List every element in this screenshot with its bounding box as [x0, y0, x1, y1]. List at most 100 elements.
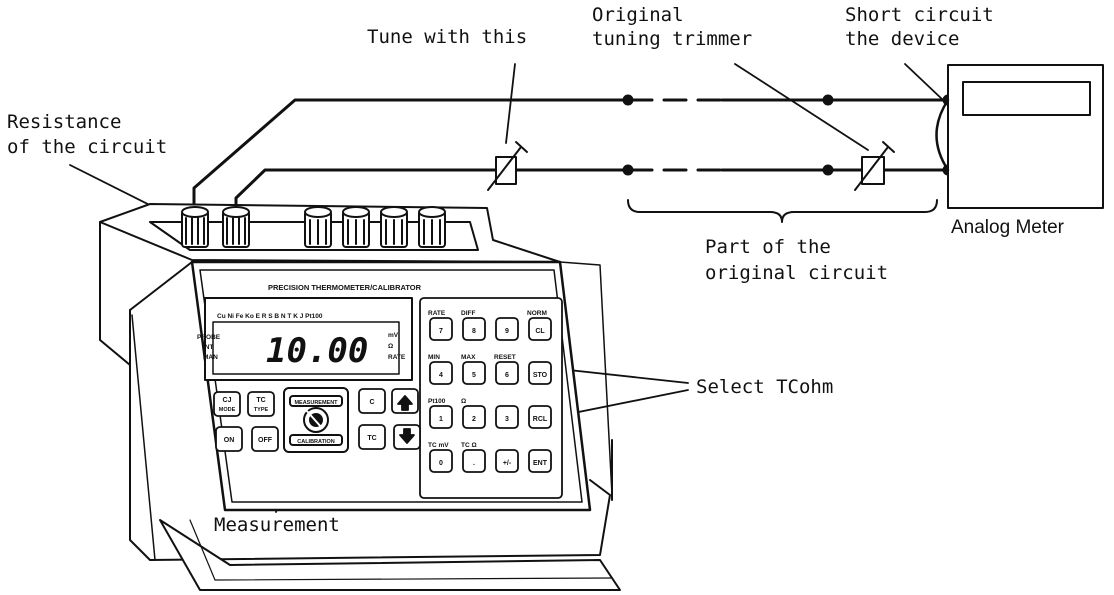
cj-mode-button[interactable] — [213, 391, 241, 417]
terminal-posts — [181, 206, 446, 248]
keypad-function-label: TC Ω — [461, 442, 477, 449]
on-label: ON — [224, 437, 235, 444]
label-original-1: Original — [592, 4, 684, 26]
label-resistance-1: Resistance — [7, 111, 121, 133]
keypad-key[interactable] — [495, 317, 519, 341]
tc-button[interactable] — [358, 424, 386, 450]
keypad-key[interactable] — [495, 405, 519, 429]
analog-meter — [935, 64, 1104, 209]
ind-man: MAN — [203, 354, 218, 361]
callout-short — [904, 63, 944, 101]
label-measurement: Measurement — [214, 514, 340, 536]
knob-top-label: MEASUREMENT — [294, 400, 338, 406]
keypad-key-label: 5 — [472, 372, 476, 379]
c-button[interactable] — [358, 388, 386, 414]
keypad-key-label: +/- — [503, 460, 512, 467]
keypad-key[interactable] — [528, 405, 552, 429]
keypad-function-label: Ω — [461, 398, 466, 405]
terminal-post — [181, 206, 209, 248]
keypad-key[interactable] — [528, 317, 552, 341]
wire-top — [192, 98, 630, 207]
keypad-key-label: 0 — [439, 460, 443, 467]
junction-dot — [822, 94, 834, 106]
keypad-key[interactable] — [528, 361, 552, 385]
knob-bottom-label: CALIBRATION — [297, 439, 335, 445]
keypad-function-label: NORM — [527, 310, 547, 317]
off-button[interactable] — [251, 426, 279, 452]
sensor-row: Cu Ni Fe Ko E R S B N T K J Pt100 — [217, 313, 323, 320]
cj-label: CJ — [223, 397, 232, 404]
keypad-key-label: . — [473, 460, 475, 467]
wiring — [192, 94, 954, 223]
keypad-key[interactable] — [429, 361, 453, 385]
keypad-function-label: MIN — [428, 354, 440, 361]
ind-int: INT — [203, 344, 214, 351]
label-short-1: Short circuit — [845, 4, 994, 26]
keypad-function-label: MAX — [461, 354, 476, 361]
lcd-value: 10.00 — [266, 331, 368, 371]
original-trimmer-icon — [854, 141, 895, 191]
bracket — [627, 199, 938, 223]
c-label: C — [369, 399, 374, 406]
keypad-key-label: 7 — [439, 328, 443, 335]
keypad-key[interactable] — [495, 361, 519, 385]
keypad-key[interactable] — [495, 449, 519, 473]
keypad-key[interactable] — [462, 449, 486, 473]
terminal-post — [418, 206, 446, 248]
tc-type-label: TYPE — [254, 407, 269, 413]
junction-dot — [622, 164, 634, 176]
ind-mv: mV — [388, 332, 399, 339]
ind-probe: PROBE — [197, 334, 221, 341]
keypad-key-label: 4 — [439, 372, 443, 379]
keypad-key-label: 1 — [439, 416, 443, 423]
callout-tune — [505, 63, 516, 144]
keypad-function-label: RATE — [428, 310, 446, 317]
ind-ohm: Ω — [388, 343, 393, 350]
label-analog-meter: Analog Meter — [951, 217, 1065, 238]
lcd-display — [204, 297, 413, 381]
keypad-function-label: RESET — [494, 354, 516, 361]
keypad-key[interactable] — [429, 449, 453, 473]
keypad-function-label: DIFF — [461, 310, 475, 317]
keypad-key[interactable] — [462, 405, 486, 429]
device-title: PRECISION THERMOMETER/CALIBRATOR — [268, 283, 422, 292]
callout-original — [734, 63, 869, 151]
short-circuit-wire — [935, 98, 950, 172]
keypad-key-label: 8 — [472, 328, 476, 335]
terminal-post — [380, 206, 408, 248]
keypad-key[interactable] — [462, 317, 486, 341]
cj-mode-label: MODE — [219, 407, 236, 413]
keypad-key[interactable] — [528, 449, 552, 473]
keypad-key[interactable] — [462, 361, 486, 385]
arrow-down-icon — [399, 428, 415, 444]
keypad-key-label: 9 — [505, 328, 509, 335]
tuning-trimmer-icon — [487, 141, 528, 191]
off-label: OFF — [258, 437, 273, 444]
label-resistance-2: of the circuit — [7, 136, 167, 158]
tc2-label: TC — [367, 435, 376, 442]
on-button[interactable] — [215, 426, 243, 452]
keypad-function-label: TC mV — [428, 442, 449, 449]
tc-label: TC — [256, 397, 265, 404]
keypad-key[interactable] — [429, 405, 453, 429]
terminal-post — [342, 206, 370, 248]
label-short-2: the device — [845, 28, 959, 50]
keypad-key[interactable] — [429, 317, 453, 341]
label-tune-with-this: Tune with this — [367, 26, 527, 48]
junction-dot — [622, 94, 634, 106]
mode-knob[interactable] — [283, 387, 349, 453]
keypad-key-label: STO — [533, 372, 548, 379]
tc-type-button[interactable] — [247, 391, 275, 417]
front-buttons — [213, 388, 421, 452]
keypad-key-label: 2 — [472, 416, 476, 423]
label-select-tcohm: Select TCohm — [696, 376, 833, 398]
keypad-key-label: RCL — [533, 416, 548, 423]
terminal-post — [304, 206, 332, 248]
keypad-key-label: 6 — [505, 372, 509, 379]
text-layer: Tune with this Original tuning trimmer S… — [7, 4, 1065, 536]
